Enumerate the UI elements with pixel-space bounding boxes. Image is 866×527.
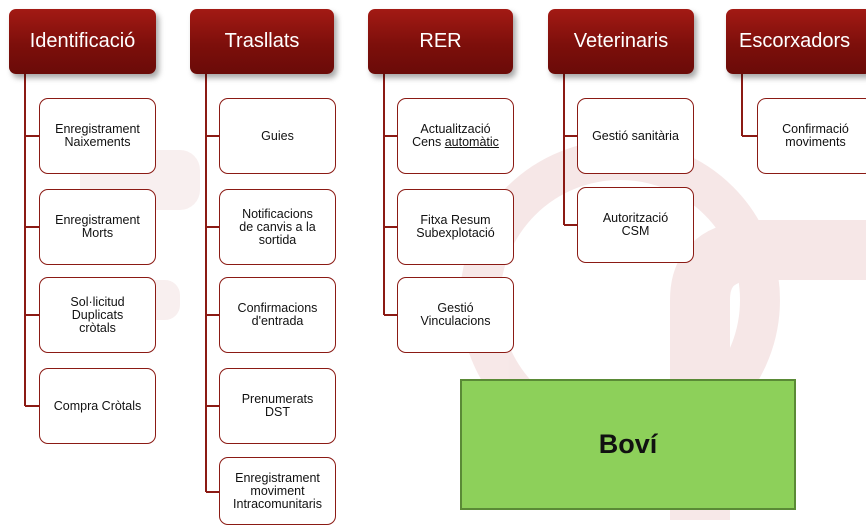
- item-label: Enregistrament moviment Intracomunitaris: [233, 470, 322, 511]
- header-veterinaris-label: Veterinaris: [573, 30, 669, 52]
- item-label: Actualització Cens automàtic: [412, 123, 499, 149]
- header-rer-label: RER: [419, 30, 462, 52]
- item-label: Sol·licitud Duplicats cròtals: [70, 294, 125, 335]
- item-label-line2: Cens: [412, 135, 445, 149]
- item-confirmacions-entrada[interactable]: Confirmacions d'entrada: [219, 277, 336, 353]
- item-label: Autorització CSM: [602, 211, 669, 238]
- item-label-line1: Actualització: [420, 122, 491, 136]
- item-fitxa-resum-subexplotacio[interactable]: Fitxa Resum Subexplotació: [397, 189, 514, 265]
- header-trasllats[interactable]: Trasllats: [190, 9, 334, 74]
- species-label: Boví: [598, 429, 658, 459]
- item-gestio-sanitaria[interactable]: Gestió sanitària: [577, 98, 694, 174]
- item-label: Notificacions de canvis a la sortida: [239, 206, 316, 247]
- species-box-bovi: Boví: [460, 379, 796, 510]
- item-enregistrament-moviment-intracomunitaris[interactable]: Enregistrament moviment Intracomunitaris: [219, 457, 336, 525]
- item-sollicitud-duplicats-crotals[interactable]: Sol·licitud Duplicats cròtals: [39, 277, 156, 353]
- item-label: Compra Cròtals: [53, 398, 142, 413]
- item-gestio-vinculacions[interactable]: Gestió Vinculacions: [397, 277, 514, 353]
- automatic-link[interactable]: automàtic: [444, 135, 499, 149]
- item-enregistrament-naixements[interactable]: Enregistrament Naixements: [39, 98, 156, 174]
- header-identificacio[interactable]: Identificació: [9, 9, 156, 74]
- item-guies[interactable]: Guies: [219, 98, 336, 174]
- item-confirmacio-moviments[interactable]: Confirmació moviments: [757, 98, 866, 174]
- item-label: Guies: [261, 128, 294, 143]
- item-label: Gestió Vinculacions: [420, 301, 491, 328]
- header-veterinaris[interactable]: Veterinaris: [548, 9, 694, 74]
- header-escorxadors-label: Escorxadors: [739, 30, 851, 52]
- item-label: Enregistrament Morts: [55, 213, 140, 240]
- item-label: Confirmacions d'entrada: [237, 301, 318, 328]
- item-compra-crotals[interactable]: Compra Cròtals: [39, 368, 156, 444]
- item-enregistrament-morts[interactable]: Enregistrament Morts: [39, 189, 156, 265]
- item-label: Prenumerats DST: [241, 392, 314, 419]
- item-label: Confirmació moviments: [782, 122, 849, 149]
- item-label: Gestió sanitària: [592, 128, 679, 143]
- item-notificacions-canvis-sortida[interactable]: Notificacions de canvis a la sortida: [219, 189, 336, 265]
- header-escorxadors[interactable]: Escorxadors: [726, 9, 866, 74]
- header-rer[interactable]: RER: [368, 9, 513, 74]
- item-label: Enregistrament Naixements: [55, 122, 140, 149]
- item-autoritzacio-csm[interactable]: Autorització CSM: [577, 187, 694, 263]
- header-identificacio-label: Identificació: [29, 30, 136, 52]
- item-label: Fitxa Resum Subexplotació: [416, 213, 495, 240]
- item-prenumerats-dst[interactable]: Prenumerats DST: [219, 368, 336, 444]
- item-actualitzacio-cens-automatic[interactable]: Actualització Cens automàtic: [397, 98, 514, 174]
- header-trasllats-label: Trasllats: [224, 30, 300, 52]
